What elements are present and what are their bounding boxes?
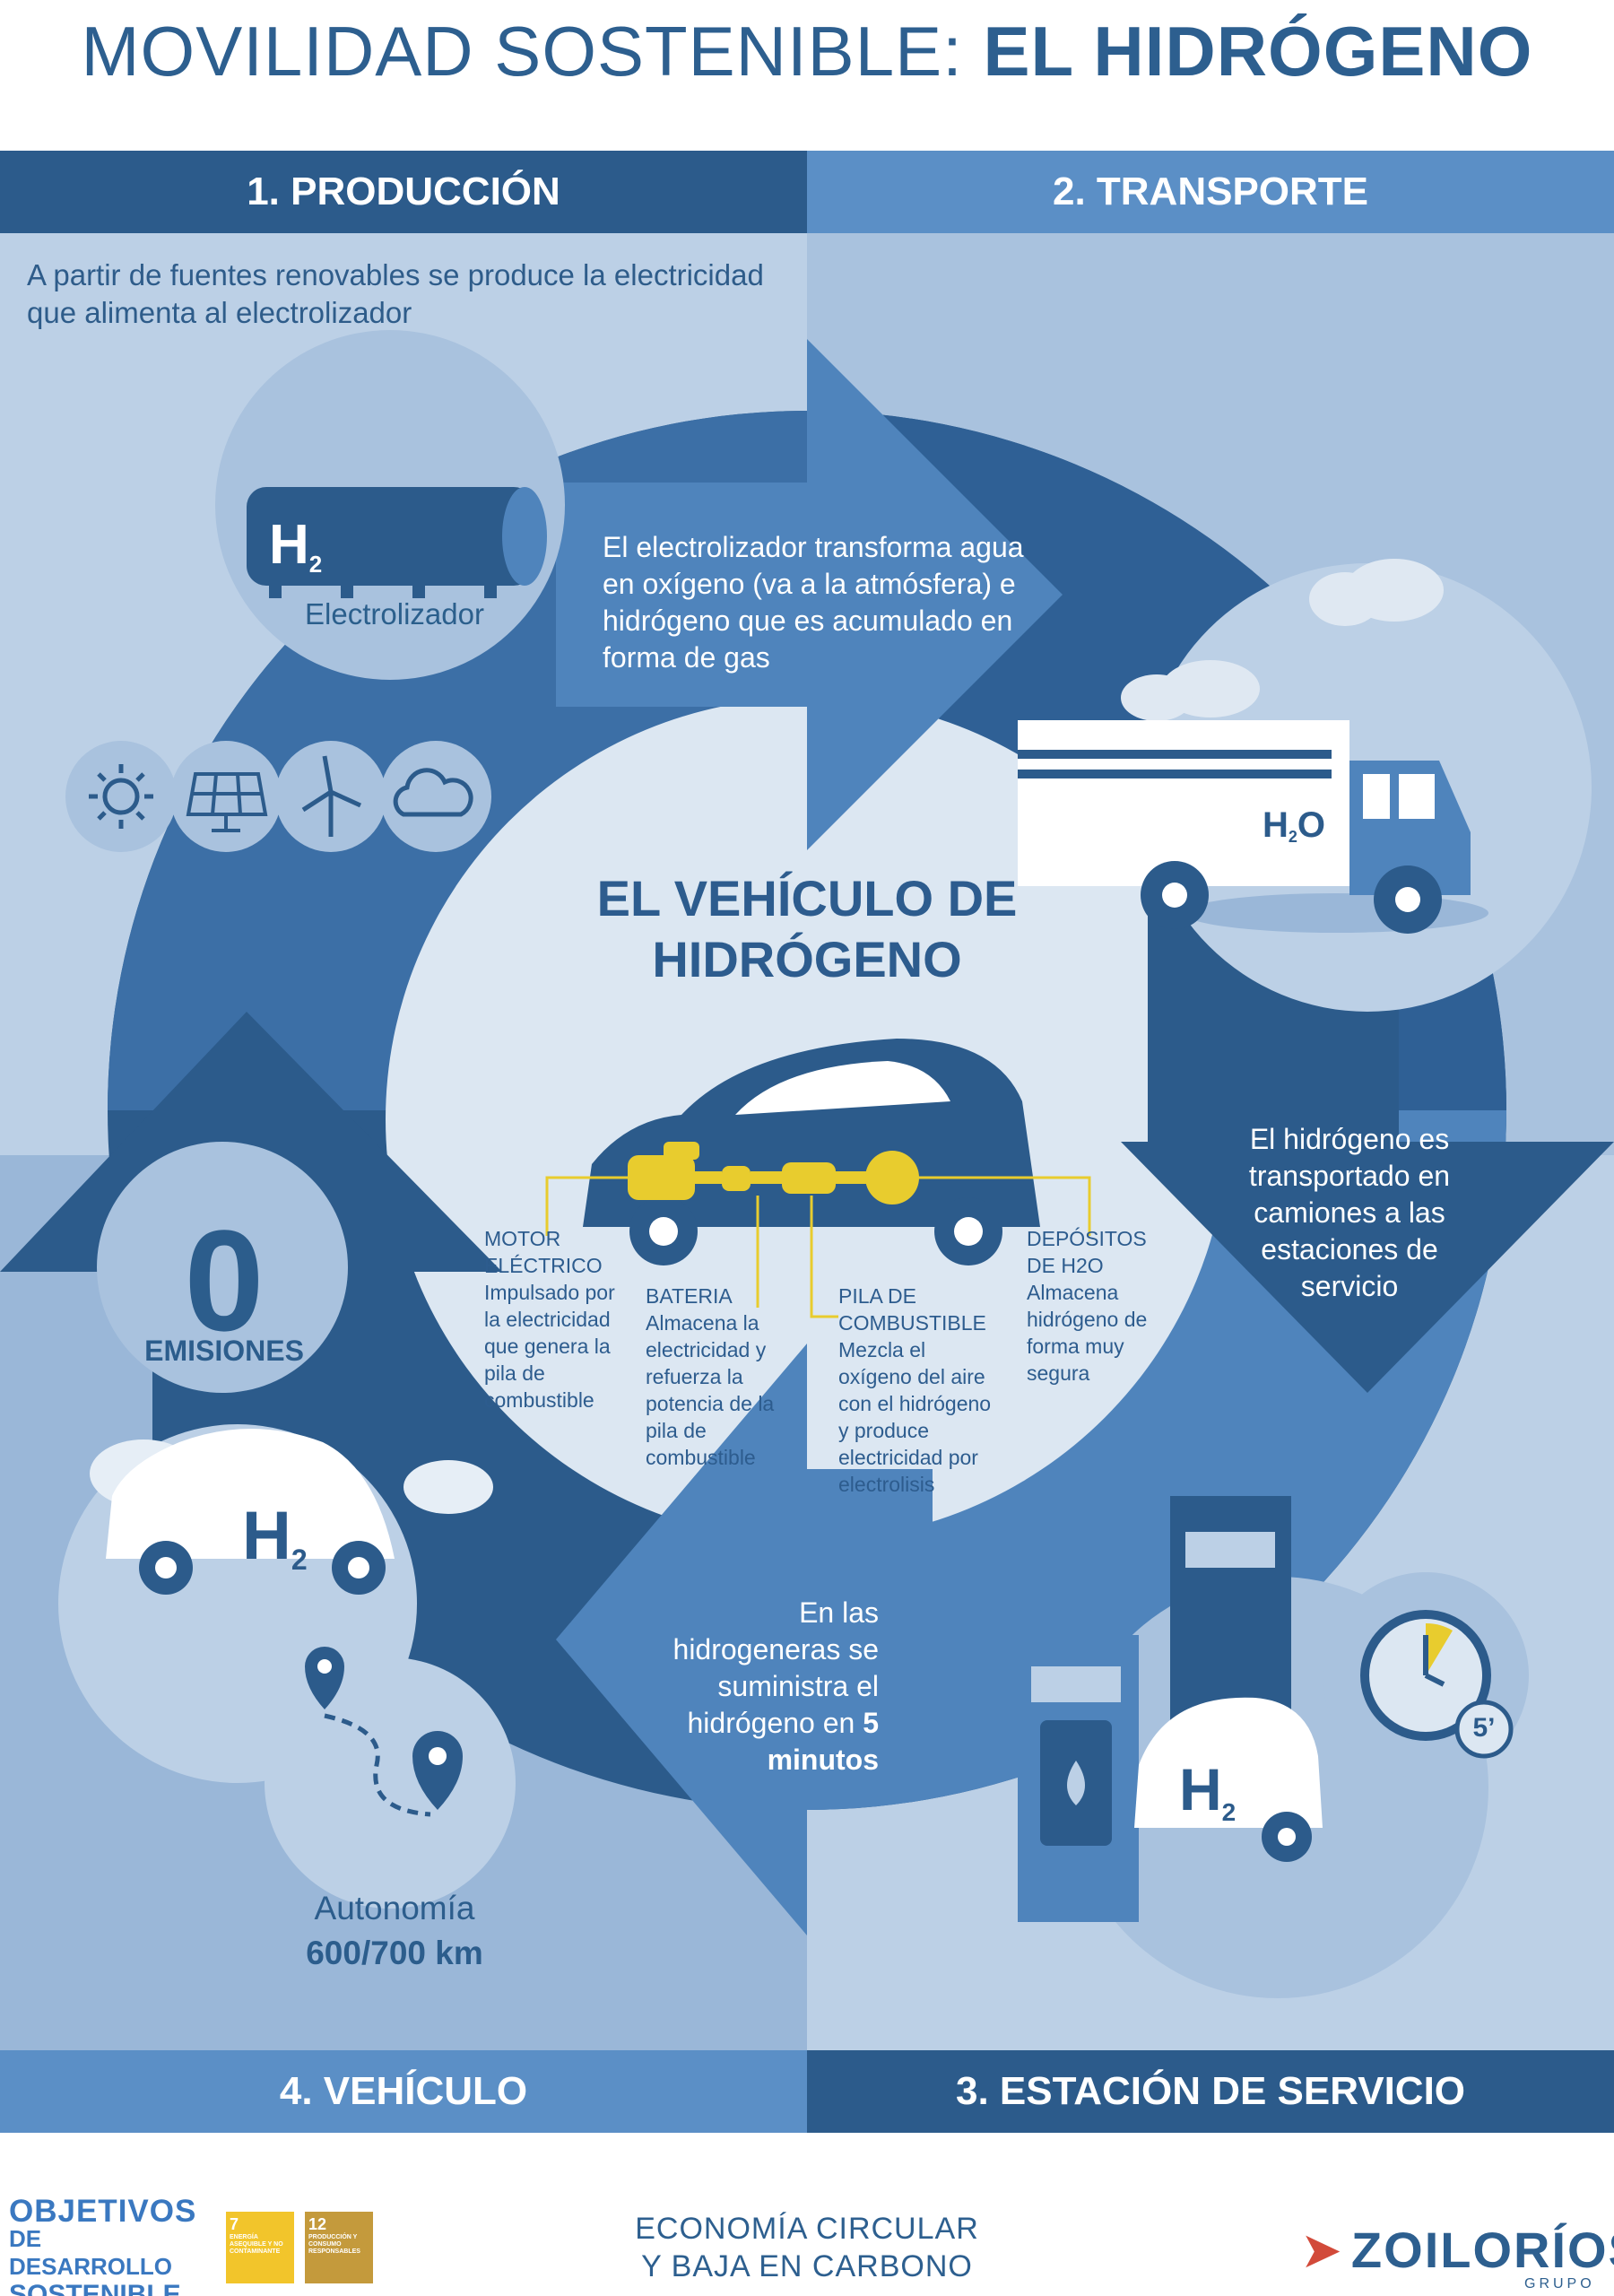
- component-tanks-desc: Almacena hidrógeno de forma muy segura: [1027, 1281, 1148, 1385]
- autonomy: Autonomía 600/700 km: [215, 1886, 574, 1976]
- hydrogen-pumps-icon: [1018, 1496, 1291, 1922]
- economy-line2: Y BAJA EN CARBONO: [641, 2249, 973, 2283]
- clouds-decoration: [1121, 559, 1444, 721]
- electrolyzer-label: Electrolizador: [305, 597, 484, 631]
- route-pins-icon: [305, 1647, 463, 1817]
- component-battery: BATERIA Almacena la electricidad y refue…: [646, 1283, 794, 1471]
- brand-swoosh-icon: ➤: [1300, 2222, 1344, 2278]
- emissions-label: EMISIONES: [144, 1335, 304, 1367]
- production-title: 1. PRODUCCIÓN: [247, 170, 560, 213]
- ods-line2: DE DESARROLLO: [9, 2225, 172, 2280]
- economy-text: ECONOMÍA CIRCULAR Y BAJA EN CARBONO: [628, 2210, 986, 2285]
- component-motor-title: MOTOR ELÉCTRICO: [484, 1227, 603, 1277]
- ods-logo: OBJETIVOS DE DESARROLLO SOSTENIBLE: [9, 2194, 206, 2296]
- infographic-diagram: H2: [0, 151, 1614, 2133]
- timer-icon: [1360, 1610, 1514, 1759]
- component-battery-title: BATERIA: [646, 1284, 733, 1308]
- sdg-7-number: 7: [230, 2215, 239, 2233]
- ods-line3: SOSTENIBLE: [9, 2280, 181, 2296]
- component-tanks: DEPÓSITOS DE H2O Almacena hidrógeno de f…: [1027, 1225, 1175, 1387]
- page-title: MOVILIDAD SOSTENIBLE: EL HIDRÓGENO: [0, 11, 1614, 92]
- emissions-value: 0: [184, 1200, 265, 1361]
- center-title: EL VEHÍCULO DE HIDRÓGENO: [596, 870, 1018, 987]
- brand-name-a: ZOILO: [1350, 2222, 1514, 2278]
- brand-name-b: RÍOS: [1514, 2222, 1614, 2278]
- vehicle-car-icon: H2: [106, 1429, 395, 1595]
- brand-logo: ➤ZOILORÍOS: [1300, 2221, 1614, 2280]
- sdg-7-badge: 7 ENERGÍA ASEQUIBLE Y NO CONTAMINANTE: [226, 2212, 294, 2283]
- title-light: MOVILIDAD SOSTENIBLE:: [81, 12, 984, 91]
- solar-panel-icon: [186, 772, 268, 832]
- station-arrow-main: En las hidrogeneras se suministra el hid…: [672, 1596, 879, 1739]
- station-arrow-bold: 5 minutos: [767, 1707, 879, 1776]
- electrolyzer-tank-icon: H2: [247, 487, 547, 598]
- wind-turbine-icon: [301, 755, 362, 837]
- station-title: 3. ESTACIÓN DE SERVICIO: [955, 2069, 1466, 2113]
- economy-line1: ECONOMÍA CIRCULAR: [635, 2212, 979, 2246]
- component-tanks-title: DEPÓSITOS DE H2O: [1027, 1227, 1147, 1277]
- station-car-icon: H2: [1134, 1697, 1323, 1862]
- component-battery-desc: Almacena la electricidad y refuerza la p…: [646, 1311, 775, 1469]
- footer: OBJETIVOS DE DESARROLLO SOSTENIBLE 7 ENE…: [0, 2133, 1614, 2296]
- production-intro: A partir de fuentes renovables se produc…: [27, 258, 764, 329]
- transport-arrow-text: El hidrógeno es transportado en camiones…: [1248, 1123, 1451, 1302]
- header-vehicle: 4. VEHÍCULO: [0, 2050, 807, 2133]
- autonomy-label: Autonomía: [314, 1890, 475, 1926]
- sun-icon: [89, 764, 153, 829]
- component-fuel-cell-desc: Mezcla el oxígeno del aire con el hidróg…: [838, 1338, 992, 1496]
- sdg-12-badge: 12 PRODUCCIÓN Y CONSUMO RESPONSABLES: [305, 2212, 373, 2283]
- station-arrow-text: En las hidrogeneras se suministra el hid…: [668, 1595, 879, 1779]
- autonomy-value: 600/700 km: [306, 1935, 483, 1971]
- diagram-background: H2: [0, 233, 1614, 2050]
- cloud-icon: [393, 768, 473, 817]
- production-arrow-text: El electrolizador transforma agua en oxí…: [603, 531, 1024, 674]
- title-bold: EL HIDRÓGENO: [983, 12, 1533, 91]
- transport-title: 2. TRANSPORTE: [1052, 170, 1369, 213]
- vehicle-title: 4. VEHÍCULO: [279, 2069, 528, 2113]
- component-fuel-cell: PILA DE COMBUSTIBLE Mezcla el oxígeno de…: [838, 1283, 1004, 1498]
- timer-label: 5’: [1472, 1713, 1496, 1743]
- sdg-7-text: ENERGÍA ASEQUIBLE Y NO CONTAMINANTE: [230, 2234, 283, 2255]
- sdg-12-text: PRODUCCIÓN Y CONSUMO RESPONSABLES: [308, 2234, 360, 2255]
- header-production: 1. PRODUCCIÓN: [0, 151, 807, 233]
- ods-line1: OBJETIVOS: [9, 2194, 197, 2229]
- header-station: 3. ESTACIÓN DE SERVICIO: [807, 2050, 1614, 2133]
- brand-sub: GRUPO: [1524, 2276, 1595, 2292]
- header-transport: 2. TRANSPORTE: [807, 151, 1614, 233]
- hydrogen-car-diagram: [545, 1039, 1091, 1318]
- component-fuel-cell-title: PILA DE COMBUSTIBLE: [838, 1284, 986, 1335]
- component-motor: MOTOR ELÉCTRICO Impulsado por la electri…: [484, 1225, 632, 1413]
- hydrogen-truck-icon: H2O: [1018, 720, 1488, 934]
- renewable-icons: [65, 741, 491, 852]
- sdg-12-number: 12: [308, 2215, 327, 2233]
- component-motor-desc: Impulsado por la electricidad que genera…: [484, 1281, 615, 1412]
